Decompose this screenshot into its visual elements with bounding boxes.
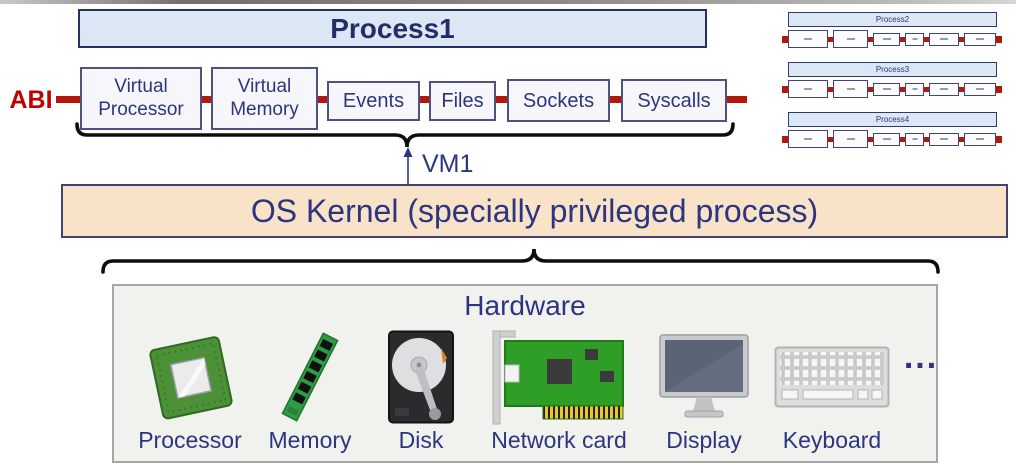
abi-bus-segment <box>318 96 327 103</box>
bus-connector <box>924 36 929 42</box>
mini-component-box <box>929 82 959 96</box>
abi-bus-segment <box>420 96 429 103</box>
bus-connector <box>868 86 873 92</box>
mini-component-box <box>873 132 900 146</box>
mini-component-box <box>905 82 924 96</box>
bus-connector <box>828 36 833 42</box>
bus-connector <box>868 36 873 42</box>
vm1-arrow <box>403 147 413 186</box>
top-edge-strip <box>0 0 1016 4</box>
memory-stick-icon <box>260 328 360 426</box>
hardware-item-disk: Disk <box>366 328 476 454</box>
os-kernel-label: OS Kernel (specially privileged process) <box>250 192 819 229</box>
events-box: Events <box>327 81 420 121</box>
mini-component-box <box>788 30 828 48</box>
mini-process2: Process2 <box>782 12 1004 48</box>
bus-connector <box>828 86 833 92</box>
mini-component-box <box>833 30 868 48</box>
hardware-item-label: Disk <box>398 426 444 453</box>
hardware-item-memory: Memory <box>260 328 360 454</box>
abi-bus-segment <box>202 96 211 103</box>
mini-process2-title: Process2 <box>788 12 997 27</box>
mini-process4: Process4 <box>782 112 1004 148</box>
bus-connector <box>924 136 929 142</box>
hardware-item-keyboard: Keyboard <box>766 328 898 454</box>
mini-component-box <box>964 32 996 46</box>
network-card-icon <box>484 328 634 426</box>
mini-component-box <box>788 130 828 148</box>
vm1-underbrace <box>75 122 735 148</box>
hardware-more-ellipsis: ... <box>903 338 939 376</box>
bus-cap <box>782 135 788 143</box>
bus-cap <box>782 85 788 93</box>
mini-component-row <box>782 30 1004 48</box>
os-kernel-box: OS Kernel (specially privileged process) <box>61 184 1008 238</box>
keyboard-icon <box>774 328 890 426</box>
mini-process-diagrams: Process2 Process3 <box>782 12 1004 162</box>
abi-bus-segment <box>496 96 507 103</box>
mini-process3: Process3 <box>782 62 1004 98</box>
mini-component-box <box>873 82 900 96</box>
hardware-item-label: Memory <box>268 426 352 453</box>
bus-connector <box>959 136 964 142</box>
mini-component-row <box>782 130 1004 148</box>
bus-cap <box>996 85 1002 93</box>
virtual-processor-box: Virtual Processor <box>80 67 202 130</box>
syscalls-box: Syscalls <box>621 79 727 122</box>
bus-connector <box>828 136 833 142</box>
bus-cap <box>996 135 1002 143</box>
bus-connector <box>959 36 964 42</box>
hardware-title: Hardware <box>464 290 586 321</box>
mini-component-box <box>964 132 996 146</box>
hardware-item-network-card: Network card <box>478 328 640 454</box>
mini-process4-title: Process4 <box>788 112 997 127</box>
abi-bus-segment <box>610 96 621 103</box>
bus-connector <box>959 86 964 92</box>
mini-component-box <box>873 32 900 46</box>
mini-component-box <box>964 82 996 96</box>
bus-cap <box>996 35 1002 43</box>
hardware-item-processor: Processor <box>120 328 260 454</box>
hardware-item-label: Display <box>666 426 742 453</box>
bus-connector <box>924 86 929 92</box>
virtual-memory-box: Virtual Memory <box>211 67 318 130</box>
hardware-item-display: Display <box>648 328 760 454</box>
bus-connector <box>900 36 905 42</box>
bus-connector <box>868 136 873 142</box>
bus-cap <box>782 35 788 43</box>
cpu-chip-icon <box>140 328 240 426</box>
sockets-box: Sockets <box>507 79 610 122</box>
mini-component-box <box>833 80 868 98</box>
mini-component-box <box>788 80 828 98</box>
mini-component-box <box>833 130 868 148</box>
mini-component-box <box>929 132 959 146</box>
process1-title: Process1 <box>330 12 455 44</box>
bus-connector <box>900 136 905 142</box>
vm1-label: VM1 <box>422 150 474 178</box>
bus-connector <box>900 86 905 92</box>
mini-component-box <box>905 32 924 46</box>
abi-bus-segment <box>56 96 80 103</box>
mini-component-box <box>929 32 959 46</box>
files-box: Files <box>429 81 496 121</box>
process1-box: Process1 <box>78 9 707 48</box>
hardware-box: Hardware Processor <box>112 284 938 463</box>
mini-process3-title: Process3 <box>788 62 997 77</box>
abi-bus-segment <box>727 96 747 103</box>
hard-disk-icon <box>387 328 455 426</box>
hardware-item-label: Processor <box>138 426 242 453</box>
mini-component-box <box>905 132 924 146</box>
hardware-item-label: Network card <box>491 426 627 453</box>
mini-component-row <box>782 80 1004 98</box>
abi-label: ABI <box>9 86 53 114</box>
hardware-overbrace <box>101 248 940 274</box>
monitor-icon <box>654 328 754 426</box>
hardware-item-label: Keyboard <box>782 426 882 453</box>
